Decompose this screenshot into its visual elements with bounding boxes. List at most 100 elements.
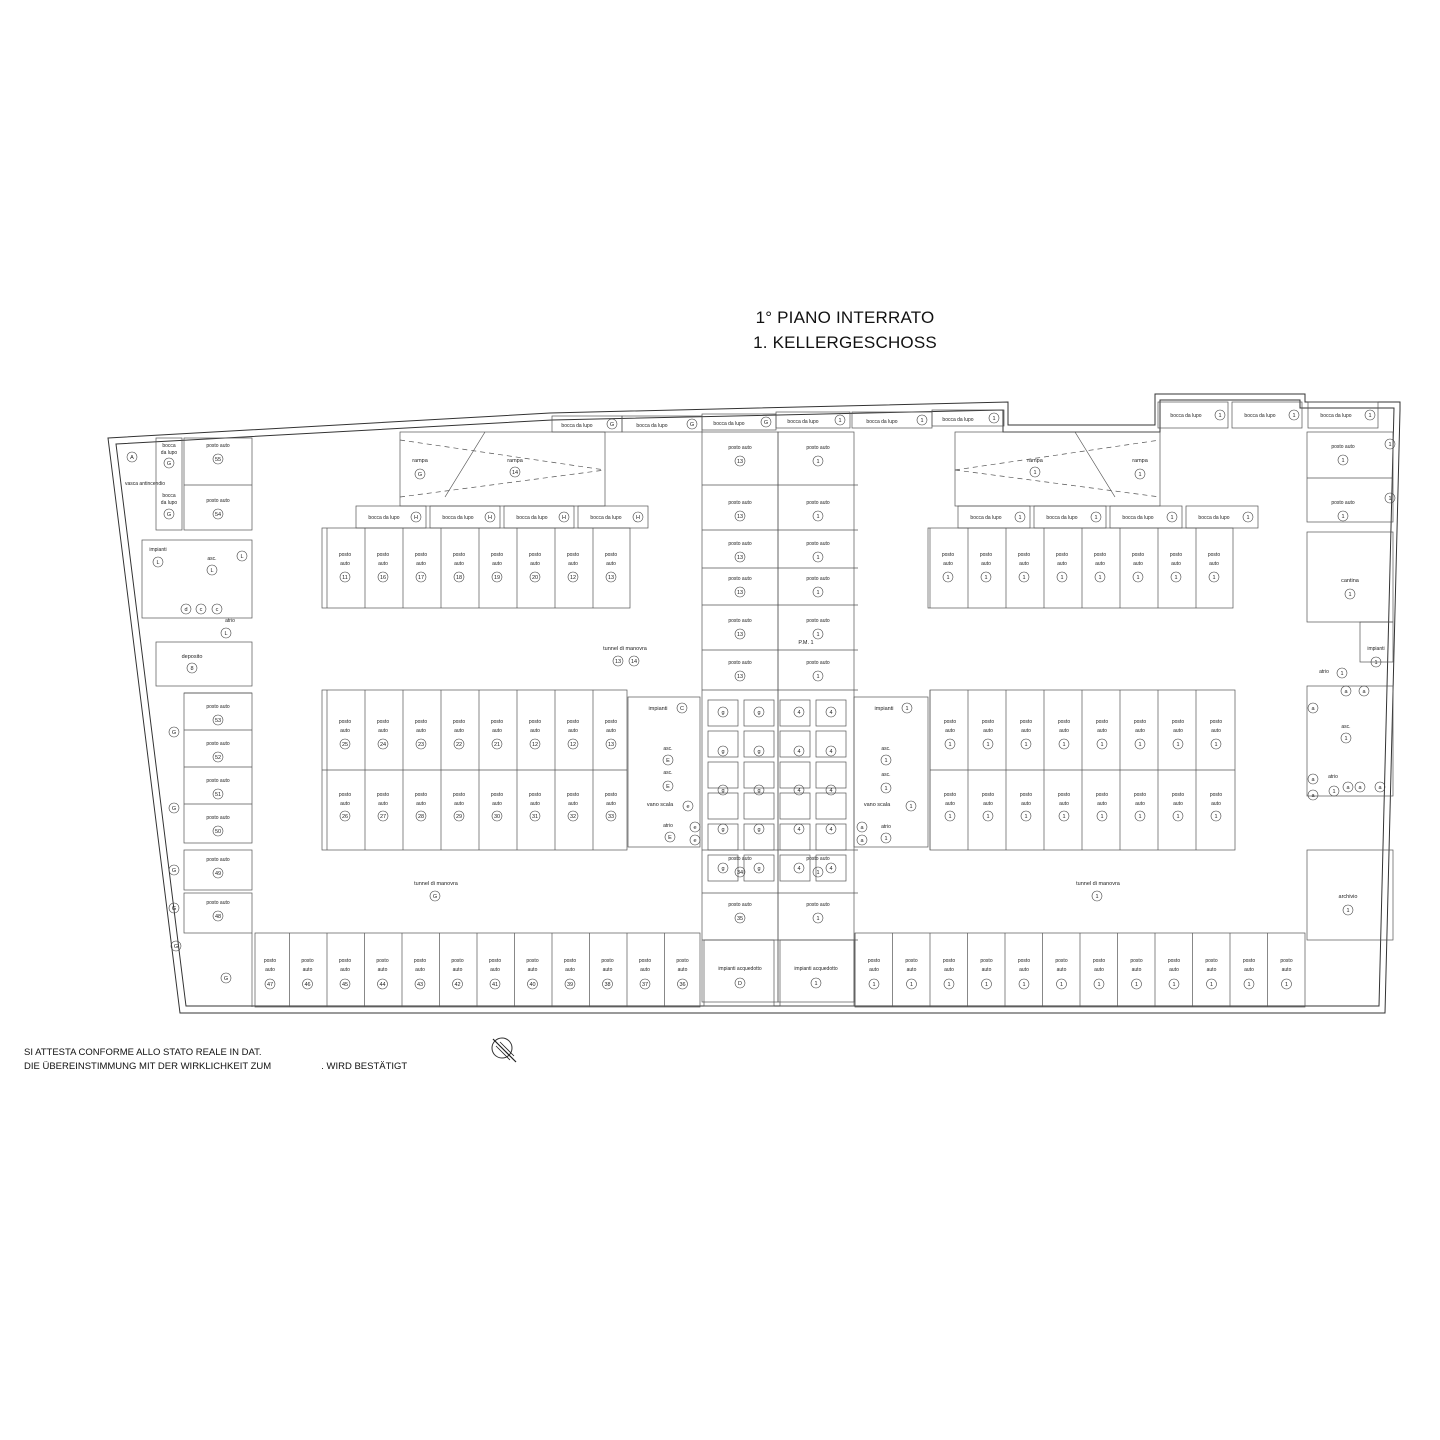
core-marker [880,832,892,844]
parking-space-label: posto [605,719,617,725]
parking-space-number-text: 1 [1097,982,1100,988]
bocca-da-lupo-label: bocca da lupo [442,515,473,521]
parking-space-number [212,714,224,726]
parking-space-number [734,510,746,522]
parking-space-number-text: 1 [984,575,987,581]
cellar-marker [753,862,765,874]
bocca-da-lupo-label: bocca da lupo [866,419,897,425]
parking-space-label: posto [567,792,579,798]
parking-space-number [734,670,746,682]
core-marker [1340,685,1352,697]
parking-space-label: posto auto [1331,444,1355,450]
tunnel-label: tunnel di manovra [414,881,459,887]
bocca-da-lupo-label: bocca da lupo [1170,413,1201,419]
bocca-marker [916,414,928,426]
parking-space-label: auto [530,801,540,807]
parking-space-number [1020,738,1032,750]
cellar-marker-text: 4 [829,710,832,716]
parking-space-number-text: 1 [986,742,989,748]
core-marker-text: 1 [884,836,887,842]
cellar-marker-text: g [721,749,724,755]
right-top-block [1306,431,1394,523]
core-marker-text: C [680,706,684,712]
parking-space-number-text: 34 [737,870,743,876]
bocca-marker [606,418,618,430]
cellar-cell [707,854,739,882]
parking-space-label: posto [339,792,351,798]
bocca-da-lupo-label: bocca da lupo [368,515,399,521]
parking-space-label: auto [416,801,426,807]
cellar-cell [815,699,847,727]
parking-space-label: auto [1019,561,1029,567]
parking-space-label: auto [944,967,954,973]
tunnel-label: tunnel di manovra [603,646,648,652]
ramp-marker-text: 1 [1138,472,1141,478]
parking-space-number-text: 51 [215,792,221,798]
parking-space-label: auto [565,967,575,973]
parking-space-label: posto [451,958,463,964]
parking-space-number [567,571,579,583]
parking-space-number [1094,571,1106,583]
parking-space-label: posto [491,719,503,725]
cellar-cell [779,823,811,851]
parking-space-number [415,571,427,583]
ramp-label: rampa [1027,458,1044,464]
parking-space-label: auto [453,967,463,973]
core-marker-text: 1 [1340,671,1343,677]
parking-space-number [812,866,824,878]
parking-space-number-text: 1 [1022,575,1025,581]
parking-space-number [1170,571,1182,583]
parking-space-label: auto [1097,801,1107,807]
bocca-da-lupo-cell [1157,401,1229,429]
parking-space-label: auto [528,967,538,973]
parking-space-number-text: 45 [342,982,348,988]
parking-space-label: auto [1059,728,1069,734]
bocca-marker [558,511,570,523]
parking-space-label: posto auto [206,741,230,747]
core-marker [1358,685,1370,697]
parking-space-number [812,455,824,467]
parking-space-label: posto [1020,792,1032,798]
bocca-da-lupo-cell [577,505,649,529]
parking-space-number-text: 1 [1022,982,1025,988]
parking-space-number-text: 1 [1060,575,1063,581]
parking-space-number-text: 37 [642,982,648,988]
cellar-cell [779,854,811,882]
parking-space-label: auto [454,728,464,734]
parking-space-label: auto [568,561,578,567]
parking-space-label: auto [530,728,540,734]
parking-space-label: posto [1134,719,1146,725]
parking-space-number [1172,810,1184,822]
parking-space-label: auto [1169,967,1179,973]
bocca-marker [484,511,496,523]
parking-space-label: posto [377,719,389,725]
parking-space-label: posto [529,719,541,725]
cantina-marker [1344,588,1356,600]
parking-space-label: auto [982,967,992,973]
parking-space-number-text: 1 [816,916,819,922]
bocca-marker [220,972,232,984]
parking-space-label: auto [568,728,578,734]
bocca-marker-text: G [610,422,614,428]
parking-space-number-text: 21 [494,742,500,748]
ramp-marker-text: 14 [512,470,518,476]
stair-core-right [853,696,929,848]
bocca-marker-text: 1 [838,418,841,424]
core-marker-text: L [240,554,243,560]
parking-space-number-text: 41 [492,982,498,988]
cellar-marker-text: 4 [797,866,800,872]
core-marker [664,831,676,843]
cellar-marker [793,706,805,718]
cellar-cell [743,792,775,820]
parking-space-number [1206,978,1217,990]
parking-space-number-text: 1 [986,814,989,820]
cellar-marker-text: 4 [829,866,832,872]
parking-space-number-text: 53 [215,718,221,724]
parking-space-number [212,867,224,879]
parking-space-number [529,738,541,750]
parking-space-label: auto [378,561,388,567]
cellar-marker-text: g [757,710,760,716]
parking-space-label: auto [1097,728,1107,734]
parking-space-label: posto [489,958,501,964]
parking-space-number [212,910,224,922]
